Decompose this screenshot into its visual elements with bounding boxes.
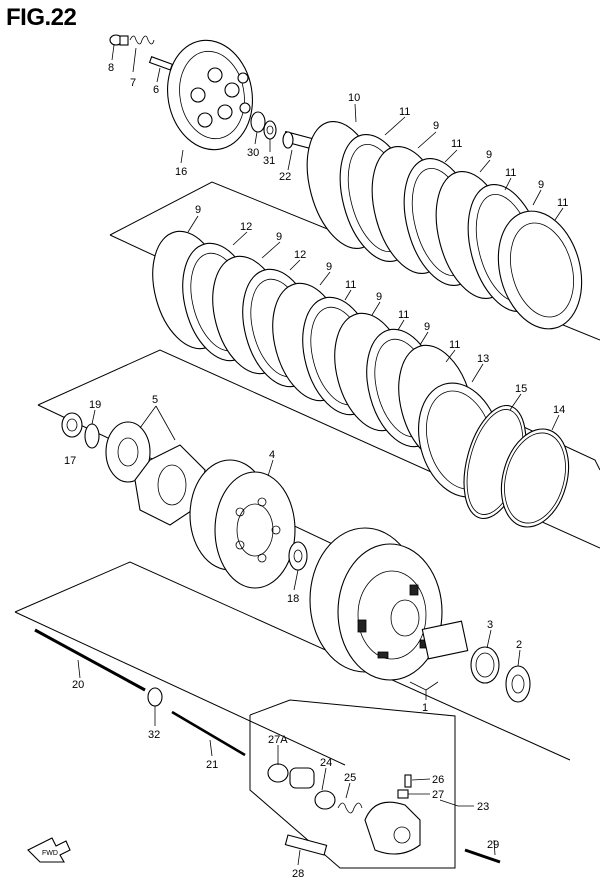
callout-9-e: 9 [276, 231, 282, 243]
seal-part-24b [314, 790, 336, 810]
callout-28: 28 [292, 868, 304, 880]
bolt-part-8 [109, 34, 129, 46]
callout-11-e: 11 [345, 279, 356, 291]
callout-26: 26 [432, 774, 444, 786]
callout-30: 30 [247, 147, 259, 159]
callout-10: 10 [348, 92, 360, 104]
callout-18: 18 [287, 593, 299, 605]
push-rod-part-20 [34, 628, 146, 692]
slave-cylinder-body-part-23 [364, 801, 421, 855]
needle-bearing-part-3 [470, 646, 500, 684]
bolt-part-6 [148, 56, 174, 71]
lifter-part-22 [282, 130, 314, 150]
callout-11-b: 11 [451, 138, 462, 150]
cap-part-27 [397, 789, 409, 799]
callout-11-c: 11 [505, 167, 516, 179]
clutch-hub-part-4 [189, 459, 296, 589]
wire-ring-part-14 [500, 428, 570, 528]
callout-3: 3 [487, 619, 493, 631]
callout-27a: 27A [268, 734, 288, 746]
callout-labels: 8 7 6 16 30 31 22 10 11 9 11 9 11 9 11 9… [64, 62, 568, 880]
forward-arrow-icon: FWD [27, 837, 71, 863]
forward-arrow-label: FWD [42, 850, 58, 857]
callout-12-a: 12 [240, 221, 252, 233]
callout-9-h: 9 [424, 321, 430, 333]
callout-27: 27 [432, 789, 444, 801]
primary-driven-gear-part-1 [309, 527, 443, 681]
callout-15: 15 [515, 383, 527, 395]
thrust-washer-part-2 [505, 665, 531, 703]
callout-11-f: 11 [398, 309, 409, 321]
callout-20: 20 [72, 679, 84, 691]
callout-11-d: 11 [557, 197, 568, 209]
callout-5: 5 [152, 394, 158, 406]
push-piece-part-32 [147, 687, 163, 707]
callout-9-g: 9 [376, 291, 382, 303]
callout-12-b: 12 [294, 249, 306, 261]
bolt-part-29 [464, 848, 501, 864]
callout-32: 32 [148, 729, 160, 741]
dowel-part-28 [284, 834, 328, 856]
callout-22: 22 [279, 171, 291, 183]
spring-part-7 [129, 35, 155, 45]
sleeve-part-1 [421, 620, 469, 660]
nut-part-17 [61, 412, 83, 438]
callout-2: 2 [516, 639, 522, 651]
upper-clutch-plates [306, 121, 583, 330]
callout-23: 23 [477, 801, 489, 813]
figure-title: FIG.22 [6, 4, 77, 31]
bleeder-part-26 [404, 774, 412, 788]
callout-8: 8 [108, 62, 114, 74]
callout-13: 13 [477, 353, 489, 365]
callout-9-b: 9 [486, 149, 492, 161]
leader-lines [77, 44, 564, 866]
callout-24: 24 [320, 757, 332, 769]
callout-31: 31 [263, 155, 275, 167]
pushrod-group-outline-lower [14, 611, 346, 766]
callout-9-f: 9 [326, 261, 332, 273]
callout-11-g: 11 [449, 339, 460, 351]
spring-part-25 [337, 802, 363, 814]
piston-part-24 [289, 767, 315, 789]
bearing-part-30 [250, 111, 266, 133]
washer-part-31 [263, 120, 277, 140]
seal-part-27a [267, 763, 289, 783]
callout-4: 4 [269, 449, 275, 461]
callout-1: 1 [422, 702, 428, 714]
pushrod-group-outline [14, 561, 571, 761]
callout-14: 14 [553, 404, 565, 416]
push-rod-part-21 [171, 710, 246, 757]
callout-7: 7 [130, 77, 136, 89]
callout-9-a: 9 [433, 120, 439, 132]
pressure-plate-part-16 [166, 39, 254, 151]
damper-part-5 [105, 421, 206, 526]
callout-6: 6 [153, 84, 159, 96]
washer-part-18 [288, 541, 308, 571]
callout-16: 16 [175, 166, 187, 178]
slave-cylinder-group-outline [249, 699, 456, 869]
callout-21: 21 [206, 759, 218, 771]
callout-25: 25 [344, 772, 356, 784]
callout-29: 29 [487, 839, 499, 851]
callout-19: 19 [89, 399, 101, 411]
washer-part-19 [84, 423, 100, 449]
callout-9-c: 9 [538, 179, 544, 191]
callout-17: 17 [64, 455, 76, 467]
callout-9-d: 9 [195, 204, 201, 216]
callout-11-a: 11 [399, 106, 410, 118]
